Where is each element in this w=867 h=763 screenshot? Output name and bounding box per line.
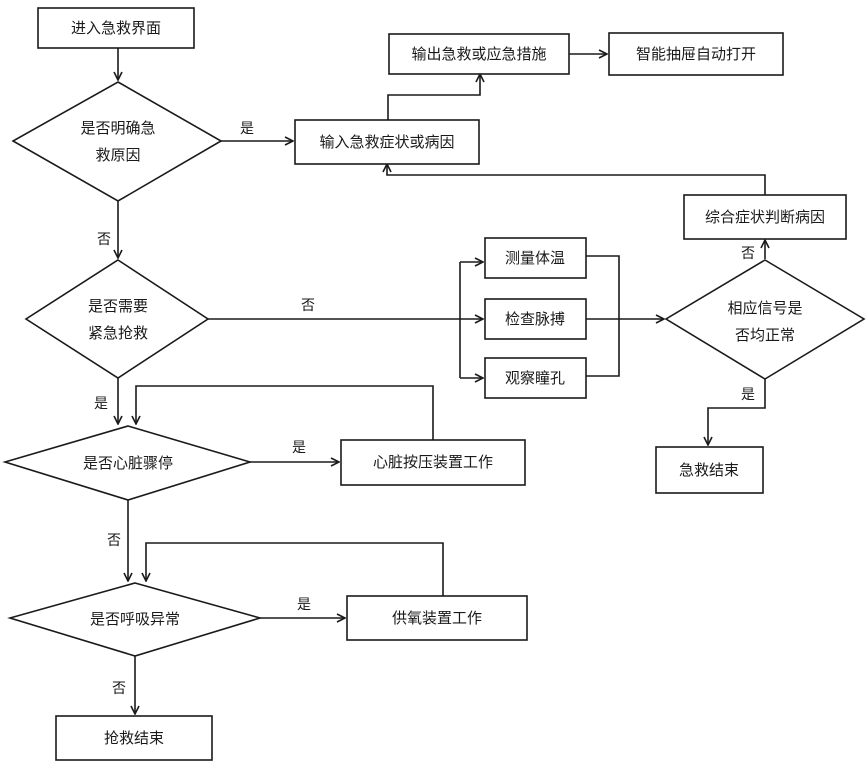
node-enter-ui: 进入急救界面	[38, 8, 194, 48]
node-drawer-open-label: 智能抽屉自动打开	[636, 45, 756, 63]
decision-breathing-abnormal: 是否呼吸异常	[10, 583, 260, 656]
node-output-measures: 输出急救或应急措施	[389, 34, 569, 74]
label-breathing-no: 否	[112, 681, 126, 697]
decision-clear-cause-line2: 救原因	[95, 146, 140, 164]
branch-right-bus	[586, 256, 619, 376]
node-enter-ui-label: 进入急救界面	[71, 19, 161, 37]
label-cardiac-yes: 是	[292, 440, 306, 456]
node-input-symptoms: 输入急救症状或病因	[295, 120, 479, 164]
node-judge-cause-label: 综合症状判断病因	[705, 208, 825, 226]
node-check-pulse-label: 检查脉搏	[505, 310, 565, 328]
edge-oxygen-return	[146, 543, 443, 596]
label-breathing-yes: 是	[297, 597, 311, 613]
node-measure-temp: 测量体温	[485, 238, 586, 278]
decision-signals-normal-line2: 否均正常	[735, 326, 795, 344]
node-observe-pupil: 观察瞳孔	[485, 358, 586, 398]
edge-judge-to-input	[387, 164, 765, 195]
node-input-symptoms-label: 输入急救症状或病因	[319, 133, 454, 151]
decision-clear-cause-line1: 是否明确急	[80, 119, 155, 137]
label-signals-no: 否	[741, 246, 755, 262]
node-oxygen-device-label: 供氧装置工作	[392, 609, 482, 627]
node-observe-pupil-label: 观察瞳孔	[505, 369, 565, 387]
node-rescue-end-right-label: 急救结束	[679, 461, 739, 479]
node-oxygen-device: 供氧装置工作	[347, 596, 527, 640]
label-clear-cause-yes: 是	[240, 121, 254, 137]
node-rescue-end-label: 抢救结束	[104, 729, 164, 747]
edge-cpr-return	[136, 386, 433, 440]
node-rescue-end: 抢救结束	[56, 716, 212, 760]
node-check-pulse: 检查脉搏	[485, 299, 586, 339]
label-cardiac-no: 否	[107, 533, 121, 549]
decision-clear-cause: 是否明确急 救原因	[13, 82, 221, 201]
decision-cardiac-arrest: 是否心脏骤停	[5, 426, 250, 500]
node-rescue-end-right: 急救结束	[656, 447, 763, 493]
label-signals-yes: 是	[741, 387, 755, 403]
node-output-measures-label: 输出急救或应急措施	[411, 45, 546, 63]
decision-need-rescue-line1: 是否需要	[88, 297, 148, 315]
label-need-rescue-yes: 是	[94, 396, 108, 412]
edge-signals-yes	[708, 379, 765, 445]
node-judge-cause: 综合症状判断病因	[684, 195, 846, 239]
node-measure-temp-label: 测量体温	[505, 249, 565, 267]
decision-cardiac-arrest-label: 是否心脏骤停	[83, 454, 173, 472]
node-cpr-device: 心脏按压装置工作	[341, 440, 525, 485]
edge-input-to-output	[388, 74, 480, 120]
label-need-rescue-no: 否	[301, 298, 315, 314]
decision-signals-normal-line1: 相应信号是	[727, 299, 802, 317]
node-cpr-device-label: 心脏按压装置工作	[373, 453, 493, 471]
node-drawer-open: 智能抽屉自动打开	[609, 33, 783, 75]
decision-signals-normal: 相应信号是 否均正常	[666, 260, 864, 379]
decision-need-rescue-line2: 紧急抢救	[88, 324, 148, 342]
label-clear-cause-no: 否	[97, 232, 111, 248]
decision-need-rescue: 是否需要 紧急抢救	[26, 260, 208, 378]
decision-breathing-abnormal-label: 是否呼吸异常	[90, 610, 180, 628]
